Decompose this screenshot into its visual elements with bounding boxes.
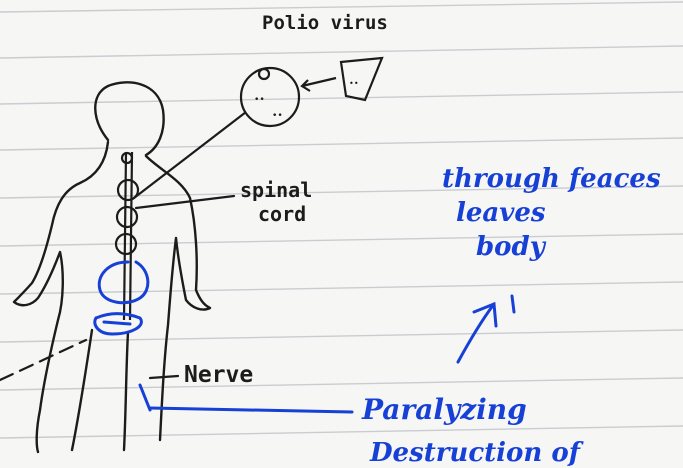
nerve-label: Nerve bbox=[184, 364, 253, 387]
through-feaces-label: through feaces bbox=[442, 166, 661, 192]
paralyzing-label: Paralyzing bbox=[362, 396, 527, 424]
vertebra bbox=[117, 207, 137, 227]
spinal-pointer-line bbox=[136, 196, 234, 208]
spinal-label: spinal bbox=[240, 180, 312, 200]
paralyzing-pointer-line bbox=[150, 408, 352, 412]
virus-circle bbox=[241, 68, 299, 126]
svg-text:••: •• bbox=[254, 95, 265, 105]
destruction-label: Destruction of bbox=[370, 440, 580, 466]
virus-pointer-arrow bbox=[302, 78, 336, 91]
left-body-outline bbox=[14, 142, 108, 452]
body-label: body bbox=[476, 234, 545, 260]
svg-text:••: •• bbox=[272, 111, 283, 121]
particle-shape bbox=[341, 58, 382, 100]
blue-nerve-line bbox=[140, 385, 150, 410]
pointer-lines bbox=[0, 196, 234, 380]
spinal-cord-drawing bbox=[116, 152, 138, 320]
intestine-scribble bbox=[95, 314, 142, 335]
cord-label: cord bbox=[258, 204, 306, 224]
left-dashed-line bbox=[0, 340, 86, 380]
svg-text:••: •• bbox=[349, 79, 359, 88]
nerve-pointer-line bbox=[150, 376, 178, 378]
spinal-column bbox=[124, 152, 126, 320]
leaves-label: leaves bbox=[456, 200, 546, 226]
head-outline bbox=[95, 82, 163, 155]
left-leg-outline bbox=[72, 330, 92, 450]
polio-virus-title: Polio virus bbox=[262, 14, 388, 33]
virus-to-spine-line bbox=[134, 112, 246, 198]
right-leg-outline bbox=[124, 332, 128, 450]
right-body-outline bbox=[146, 156, 210, 440]
